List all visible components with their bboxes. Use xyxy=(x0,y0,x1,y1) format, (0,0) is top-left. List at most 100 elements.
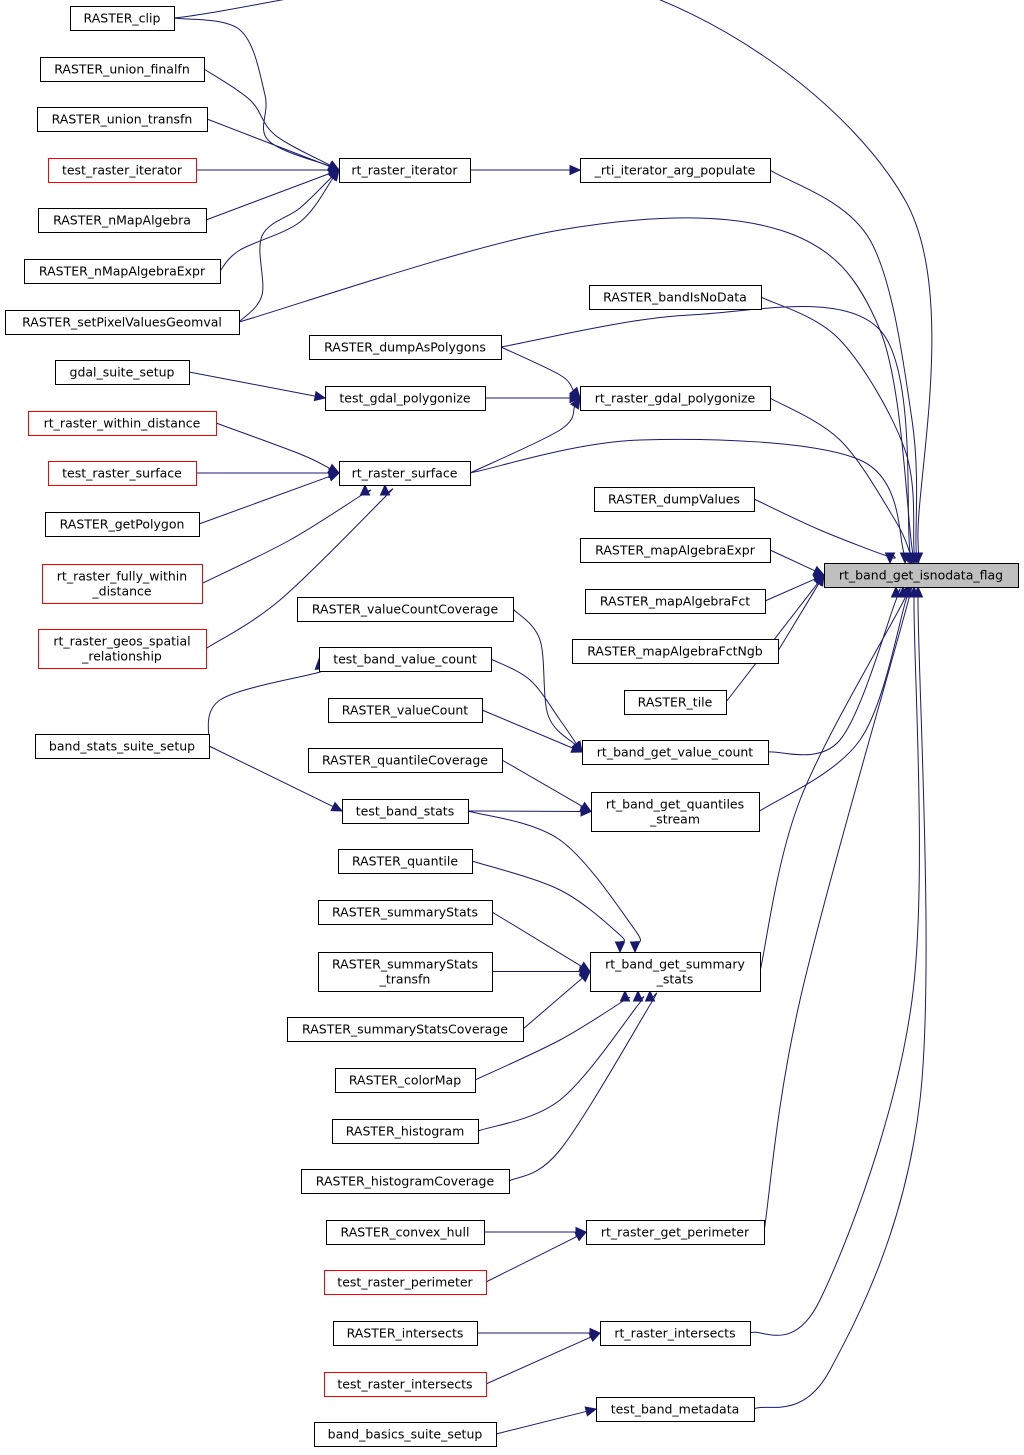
function-node-rt-raster-iterator[interactable]: rt_raster_iterator xyxy=(339,158,471,183)
function-node-raster-union-transfn[interactable]: RASTER_union_transfn xyxy=(37,107,208,132)
call-edge xyxy=(522,970,591,1030)
edge-arrowhead xyxy=(569,396,581,410)
function-node-test-gdal-polygonize[interactable]: test_gdal_polygonize xyxy=(325,386,486,411)
function-node-test-raster-surface[interactable]: test_raster_surface xyxy=(48,461,197,486)
node-label: RASTER_convex_hull xyxy=(341,1225,470,1240)
function-node-test-raster-intersects[interactable]: test_raster_intersects xyxy=(324,1372,487,1397)
function-node-test-band-stats[interactable]: test_band_stats xyxy=(342,799,469,824)
function-node-raster-convex-hull[interactable]: RASTER_convex_hull xyxy=(326,1220,485,1245)
node-box xyxy=(318,952,493,992)
node-label: RASTER_summaryStatsCoverage xyxy=(302,1022,508,1037)
edge-line xyxy=(769,169,918,558)
function-node-raster-summarystats[interactable]: RASTER_summaryStats xyxy=(318,900,493,925)
function-node-rt-raster-get-perimeter[interactable]: rt_raster_get_perimeter xyxy=(586,1220,765,1245)
call-edge xyxy=(512,608,583,753)
edge-arrowhead xyxy=(584,1406,598,1417)
function-node-band-basics-suite-setup[interactable]: band_basics_suite_setup xyxy=(314,1422,497,1447)
edge-arrowhead xyxy=(812,565,826,576)
edge-line xyxy=(522,977,583,1030)
function-node-raster-nmapalgebraexpr[interactable]: RASTER_nMapAlgebraExpr xyxy=(24,259,221,284)
node-box xyxy=(287,1017,524,1042)
function-node-raster-quantilecoverage[interactable]: RASTER_quantileCoverage xyxy=(308,748,503,773)
call-edge xyxy=(760,296,920,565)
function-node-raster-union-finalfn[interactable]: RASTER_union_finalfn xyxy=(40,57,205,82)
function-node-raster-mapalgebraexpr[interactable]: RASTER_mapAlgebraExpr xyxy=(580,538,771,563)
function-node-rt-band-get-quantiles-stream[interactable]: rt_band_get_quantiles_stream xyxy=(591,792,760,832)
function-node-raster-summarystatscoverage[interactable]: RASTER_summaryStatsCoverage xyxy=(287,1017,524,1042)
call-edge xyxy=(469,438,911,565)
function-node-raster-histogramcoverage[interactable]: RASTER_histogramCoverage xyxy=(301,1169,510,1194)
node-label: _rti_iterator_arg_populate xyxy=(594,163,756,178)
function-node-raster-intersects[interactable]: RASTER_intersects xyxy=(333,1321,478,1346)
node-box xyxy=(38,629,207,669)
call-edge xyxy=(207,657,328,747)
edge-arrowhead xyxy=(327,169,340,182)
node-box xyxy=(38,208,207,233)
function-node-test-raster-perimeter[interactable]: test_raster_perimeter xyxy=(324,1270,487,1295)
node-label: band_basics_suite_setup xyxy=(328,1427,483,1442)
call-edge xyxy=(477,1327,602,1339)
function-node-raster-bandisnodata[interactable]: RASTER_bandIsNoData xyxy=(589,285,762,310)
edge-line xyxy=(763,570,917,1233)
edge-line xyxy=(208,745,334,808)
function-node-raster-mapalgebrafct[interactable]: RASTER_mapAlgebraFct xyxy=(585,589,766,614)
function-node-rt-band-get-summary-stats[interactable]: rt_band_get_summary_stats xyxy=(590,952,761,992)
node-label: RASTER_setPixelValuesGeomval xyxy=(22,315,222,330)
call-edge xyxy=(490,658,583,754)
call-edge xyxy=(470,164,582,176)
edge-line xyxy=(481,709,573,749)
function-node-raster-nmapalgebra[interactable]: RASTER_nMapAlgebra xyxy=(38,208,207,233)
call-edge xyxy=(491,911,592,973)
node-label: rt_band_get_value_count xyxy=(597,745,754,760)
function-node-raster-valuecountcoverage[interactable]: RASTER_valueCountCoverage xyxy=(297,597,514,622)
node-label: rt_band_get_summary xyxy=(605,957,745,972)
node-box xyxy=(596,1397,755,1422)
edge-arrowhead xyxy=(569,386,581,399)
function-node-raster-histogram[interactable]: RASTER_histogram xyxy=(332,1119,479,1144)
function-node-test-band-metadata[interactable]: test_band_metadata xyxy=(596,1397,755,1422)
function-node-band-stats-suite-setup[interactable]: band_stats_suite_setup xyxy=(35,734,210,759)
function-node--rti-iterator-arg-populate[interactable]: _rti_iterator_arg_populate xyxy=(580,158,771,183)
function-node-rt-raster-geos-spatial-relationship[interactable]: rt_raster_geos_spatial_relationship xyxy=(38,629,207,669)
function-node-gdal-suite-setup[interactable]: gdal_suite_setup xyxy=(55,360,190,385)
function-node-raster-valuecount[interactable]: RASTER_valueCount xyxy=(328,698,483,723)
call-edge xyxy=(469,396,581,474)
edge-arrowhead xyxy=(912,585,924,598)
edge-line xyxy=(215,422,331,470)
call-edge xyxy=(467,810,641,954)
function-node-rt-raster-within-distance[interactable]: rt_raster_within_distance xyxy=(28,411,217,436)
node-label: gdal_suite_setup xyxy=(70,365,175,380)
node-label: _stats xyxy=(656,972,694,987)
function-node-raster-tile[interactable]: RASTER_tile xyxy=(624,690,727,715)
edge-line xyxy=(173,0,933,570)
function-node-raster-colormap[interactable]: RASTER_colorMap xyxy=(335,1068,476,1093)
function-nodes: RASTER_clipRASTER_union_finalfnRASTER_un… xyxy=(5,6,1019,1447)
function-node-raster-dumpaspolygons[interactable]: RASTER_dumpAsPolygons xyxy=(309,335,502,360)
function-node-rt-raster-fully-within-distance[interactable]: rt_raster_fully_within_distance xyxy=(42,564,203,604)
function-node-rt-raster-gdal-polygonize[interactable]: rt_raster_gdal_polygonize xyxy=(580,386,771,411)
node-box xyxy=(824,563,1019,588)
function-node-raster-clip[interactable]: RASTER_clip xyxy=(70,6,175,31)
function-node-rt-band-get-value-count[interactable]: rt_band_get_value_count xyxy=(582,740,769,765)
node-box xyxy=(314,1422,497,1447)
function-node-raster-setpixelvaluesgeomval[interactable]: RASTER_setPixelValuesGeomval xyxy=(5,310,240,335)
node-box xyxy=(585,589,766,614)
function-node-rt-raster-intersects[interactable]: rt_raster_intersects xyxy=(600,1321,751,1346)
call-edge xyxy=(769,397,916,565)
edge-line xyxy=(501,759,583,807)
node-label: rt_raster_surface xyxy=(352,466,458,481)
call-edge xyxy=(206,118,341,172)
node-box xyxy=(48,158,197,183)
node-label: test_band_metadata xyxy=(611,1402,740,1417)
function-node-rt-raster-surface[interactable]: rt_raster_surface xyxy=(339,461,471,486)
function-node-raster-summarystats-transfn[interactable]: RASTER_summaryStats_transfn xyxy=(318,952,493,992)
function-node-raster-mapalgebrafctngb[interactable]: RASTER_mapAlgebraFctNgb xyxy=(572,639,779,664)
node-box xyxy=(594,487,755,512)
edge-line xyxy=(203,68,331,166)
node-box xyxy=(5,310,240,335)
function-node-raster-quantile[interactable]: RASTER_quantile xyxy=(338,849,473,874)
function-node-raster-getpolygon[interactable]: RASTER_getPolygon xyxy=(45,512,200,537)
function-node-raster-dumpvalues[interactable]: RASTER_dumpValues xyxy=(594,487,755,512)
function-node-test-band-value-count[interactable]: test_band_value_count xyxy=(319,647,492,672)
function-node-test-raster-iterator[interactable]: test_raster_iterator xyxy=(48,158,197,183)
